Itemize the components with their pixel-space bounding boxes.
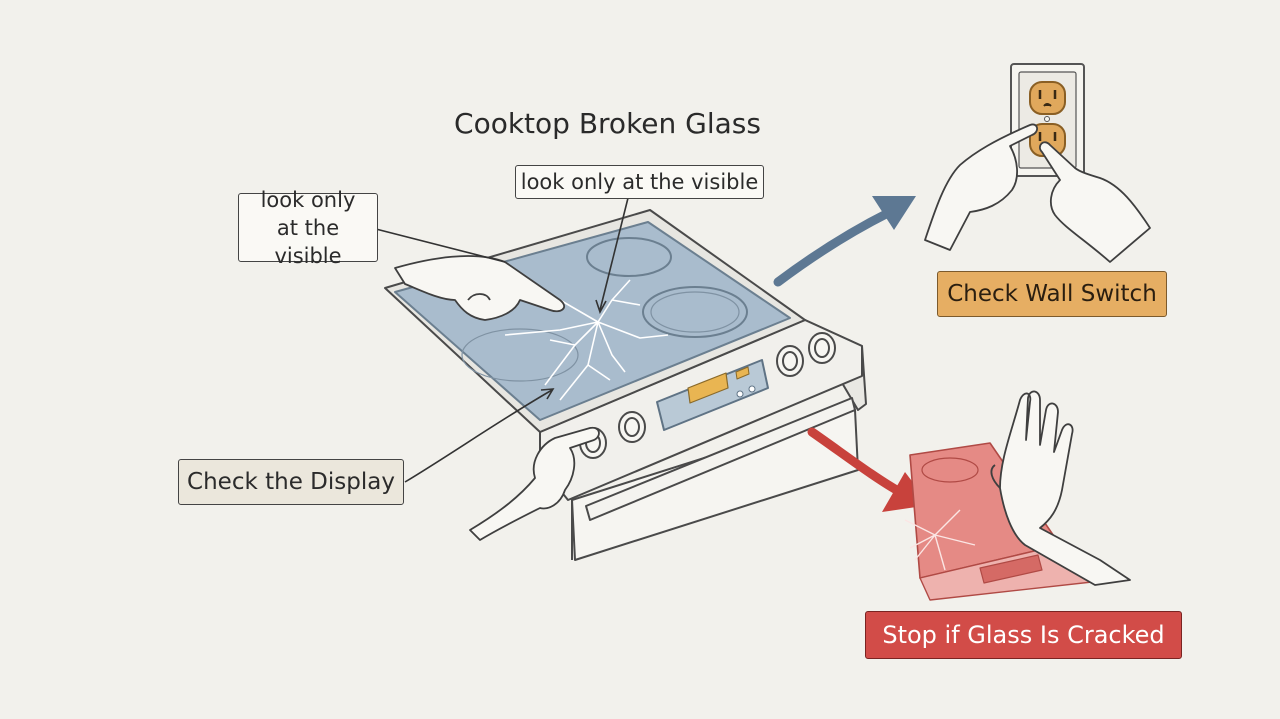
label-check-display: Check the Display: [178, 459, 404, 505]
burner-front-left: [461, 328, 579, 382]
display-readout: [687, 372, 729, 404]
callout-visible-left: look only at the visible: [238, 188, 378, 268]
stop-hand: [990, 390, 1131, 586]
wall-outlet: [1010, 63, 1085, 177]
hand-pressing-knob: [469, 426, 600, 541]
knobs: [579, 332, 836, 459]
burner-back: [586, 237, 672, 277]
label-stop-glass-cracked: Stop if Glass Is Cracked: [865, 611, 1182, 659]
callout-visible-crack: look only at the visible: [515, 165, 764, 199]
diagram-title: Cooktop Broken Glass: [454, 107, 761, 140]
oven-handle: [585, 397, 856, 521]
leader-lines: [371, 197, 629, 483]
outlet-receptacle-top: [1029, 81, 1066, 115]
arrow-to-wall-switch: [773, 196, 916, 287]
hands-at-outlet: [924, 123, 1151, 263]
label-check-wall-switch: Check Wall Switch: [937, 271, 1167, 317]
burner-right: [642, 286, 748, 338]
